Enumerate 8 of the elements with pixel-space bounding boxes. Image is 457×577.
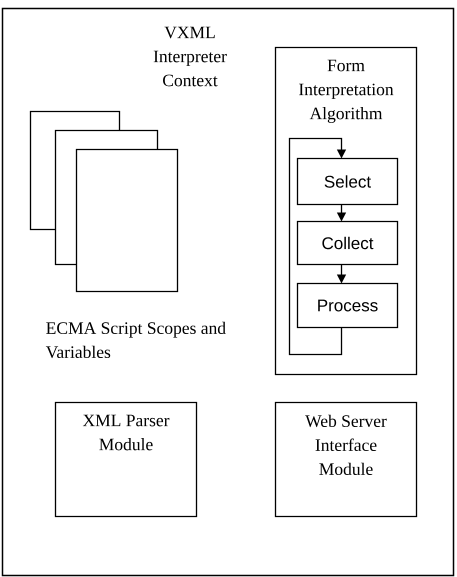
process-box: Process: [296, 282, 398, 328]
process-box: Select: [296, 158, 398, 206]
process-box: Collect: [296, 220, 398, 266]
document-stack: [30, 110, 178, 292]
module-box: XML Parser Module: [54, 402, 198, 518]
arrow: [288, 138, 346, 356]
node-label: ECMA Script Scopes and Variables: [46, 322, 226, 358]
module-box: Web Server Interface Module: [274, 402, 418, 518]
